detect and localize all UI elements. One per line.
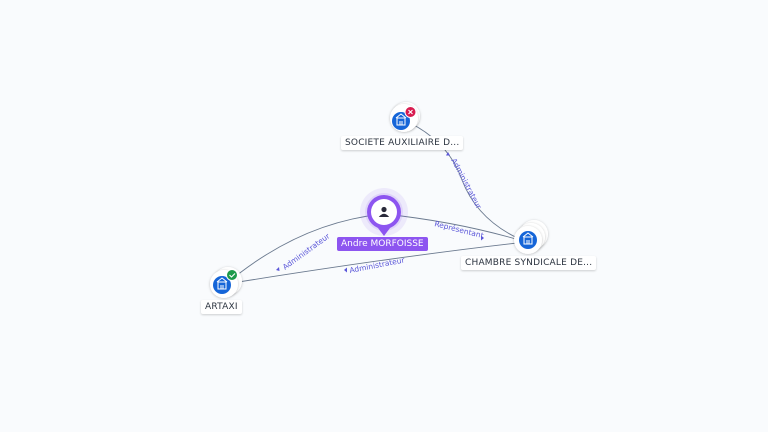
arrow-marker xyxy=(481,235,484,241)
node-label-chambre[interactable]: CHAMBRE SYNDICALE DE... xyxy=(461,256,597,270)
node-person[interactable] xyxy=(360,188,408,236)
arrow-marker xyxy=(276,267,280,271)
arrow-marker xyxy=(446,152,450,156)
node-label-artaxi[interactable]: ARTAXI xyxy=(201,300,242,314)
node-societe[interactable] xyxy=(390,102,420,132)
edge-label: Administrateur xyxy=(449,157,484,211)
node-artaxi[interactable] xyxy=(210,267,242,298)
building-icon xyxy=(395,113,407,126)
edge-chambre-artaxi[interactable] xyxy=(225,241,527,285)
edge-person-chambre[interactable] xyxy=(383,213,527,243)
edge-label: Administrateur xyxy=(281,231,332,272)
edge-chambre-societe[interactable] xyxy=(403,119,527,243)
check-badge-icon xyxy=(226,269,238,281)
building-icon xyxy=(216,277,228,290)
node-label-societe[interactable]: SOCIETE AUXILIAIRE D... xyxy=(341,136,464,150)
edge-label: Administrateur xyxy=(349,255,406,275)
building-icon xyxy=(522,232,534,245)
edge-person-artaxi[interactable] xyxy=(225,213,385,285)
arrow-marker xyxy=(344,267,347,273)
edge-label: Représentant xyxy=(434,219,485,240)
x-badge-icon xyxy=(404,106,417,118)
node-chambre[interactable] xyxy=(514,220,548,254)
node-label-person[interactable]: Andre MORFOISSE xyxy=(337,237,428,251)
person-icon xyxy=(378,206,390,217)
